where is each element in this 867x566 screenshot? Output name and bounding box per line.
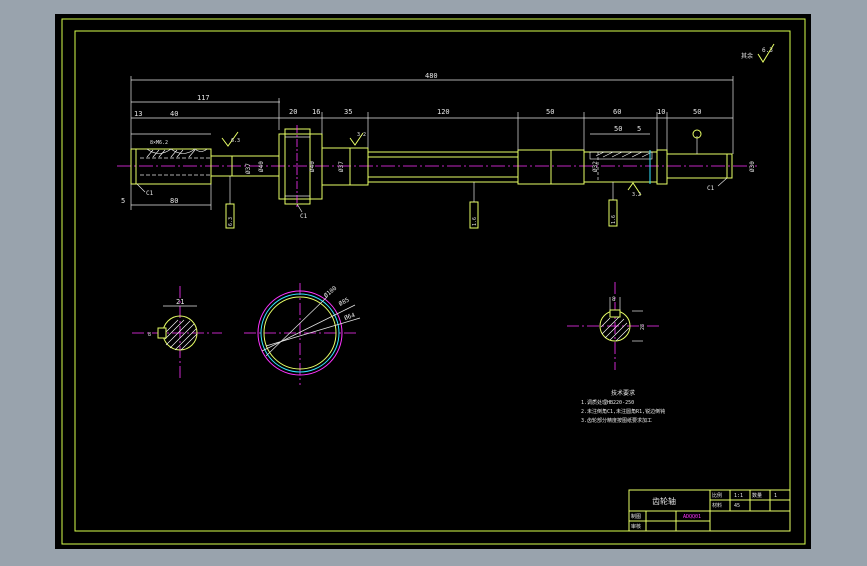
gear-outer-circle	[257, 290, 343, 376]
dim-60: 60	[613, 108, 621, 116]
roughness-f: 3.2	[632, 192, 641, 198]
gear-dia-85: Ø85	[338, 296, 351, 307]
chamfer-label-1: C1	[146, 190, 154, 197]
dia-label-2: Ø40	[258, 161, 265, 172]
roughness-a: 6.3	[228, 217, 234, 226]
dim-35: 35	[344, 108, 352, 116]
chamfer-label-2: C1	[300, 213, 308, 220]
section2-hatch	[600, 316, 630, 342]
section1-key: 8	[148, 332, 151, 338]
paper-border	[61, 18, 806, 545]
dim-10: 10	[657, 108, 665, 116]
title-scale-label: 比例	[712, 492, 722, 499]
section1-hatch	[164, 319, 198, 351]
title-qty-label: 数量	[752, 492, 762, 499]
roughness-e: 3.2	[357, 132, 366, 138]
roughness-e-icon	[349, 132, 364, 146]
title-block-grid	[629, 490, 790, 531]
chamfer-leader-3	[717, 177, 728, 187]
title-checked-label: 审核	[631, 523, 641, 530]
dia-label-3: Ø40	[309, 161, 316, 172]
gear-dia-leader-2	[261, 304, 356, 352]
section-view-gear: Ø100 Ø85 Ø64	[244, 283, 361, 385]
tech-line-1: 1.调质处理HB220-250	[581, 399, 634, 406]
section2-key-width: 8	[612, 296, 616, 303]
dim-120: 120	[437, 108, 450, 116]
datum-circle-icon	[692, 129, 702, 139]
section1-keyway	[157, 327, 167, 339]
tech-title: 技术要求	[611, 389, 635, 397]
dim-50b: 50	[693, 108, 701, 116]
roughness-f-icon	[627, 182, 642, 196]
dia-label-5: Ø32	[592, 161, 599, 172]
title-drawn-label: 制图	[631, 513, 641, 520]
model-space	[55, 14, 811, 549]
dim-16: 16	[312, 108, 320, 116]
chamfer-label-3: C1	[707, 185, 715, 192]
section2-depth: 28	[640, 324, 646, 330]
section1-width: 21	[176, 298, 184, 306]
shaft-main-view: 480 117 13 40 20 16 35 120 50 60 10 50 5…	[117, 72, 757, 229]
gear-root-circle	[263, 296, 337, 370]
roughness-c: 1.6	[611, 215, 617, 224]
title-material-value: 45	[734, 503, 740, 509]
spline-hatch	[146, 149, 196, 158]
gear-teeth	[284, 128, 311, 205]
dia-label-4: Ø37	[338, 161, 345, 172]
dia-label-6: Ø30	[749, 161, 756, 172]
technical-requirements: 技术要求 1.调质处理HB220-250 2.未注倒角C1,未注圆角R1,锐边倒…	[581, 389, 665, 424]
roughness-b: 1.6	[472, 217, 478, 226]
dim-117: 117	[197, 94, 210, 102]
keyway-hatch	[595, 151, 651, 158]
corner-roughness-value: 6.3	[762, 47, 773, 54]
dim-50a: 50	[546, 108, 554, 116]
tech-line-2: 2.未注倒角C1,未注圆角R1,锐边倒钝	[581, 408, 665, 415]
gear-dia-leader-1	[265, 296, 328, 357]
section2-keyway	[609, 309, 621, 318]
gear-dia-64: Ø64	[343, 312, 356, 322]
chamfer-leader-2	[296, 203, 303, 213]
gear-pitch-circle	[260, 293, 340, 373]
dia-label-1: Ø37	[245, 163, 252, 174]
dimension-lines	[130, 76, 734, 210]
gear-dia-leader-3	[265, 317, 361, 347]
dim-50c: 50	[614, 125, 622, 133]
roughness-symbols: 6.3 1.6 1.6 6.3 3.2 3.2	[221, 131, 642, 229]
roughness-d-icon	[221, 131, 239, 147]
dim-20: 20	[289, 108, 297, 116]
title-material-label: 材料	[712, 502, 722, 509]
corner-roughness-note: 其余 6.3	[741, 43, 775, 63]
title-part-name: 齿轮轴	[652, 496, 676, 506]
keyway-slot	[589, 151, 653, 160]
spline-break-line	[146, 148, 208, 154]
section-view-2: 8 28	[567, 282, 660, 370]
dim-40a: 40	[170, 110, 178, 118]
corner-note-text: 其余	[741, 52, 753, 60]
dim-13: 13	[134, 110, 142, 118]
drawing-frame	[74, 30, 791, 532]
dim-5b: 5	[637, 125, 641, 133]
title-block: 齿轮轴 比例 1:1 数量 1 材料 45 制图 审核 ADQQ01	[628, 489, 791, 532]
dim-80: 80	[170, 197, 178, 205]
roughness-symbol-icon	[757, 43, 775, 63]
spline-spec: 8×M6.2	[150, 140, 168, 146]
chamfer-leader-1	[136, 183, 146, 193]
roughness-d: 6.3	[231, 138, 240, 144]
title-drawing-code: ADQQ01	[683, 514, 701, 520]
title-scale-value: 1:1	[734, 493, 743, 499]
tech-line-3: 3.齿轮部分精度按图纸要求加工	[581, 417, 652, 424]
dim-overall: 480	[425, 72, 438, 80]
section-view-1: 21 8	[132, 286, 222, 378]
title-qty-value: 1	[774, 493, 777, 499]
dim-5: 5	[121, 197, 125, 205]
end-journal	[666, 153, 733, 179]
